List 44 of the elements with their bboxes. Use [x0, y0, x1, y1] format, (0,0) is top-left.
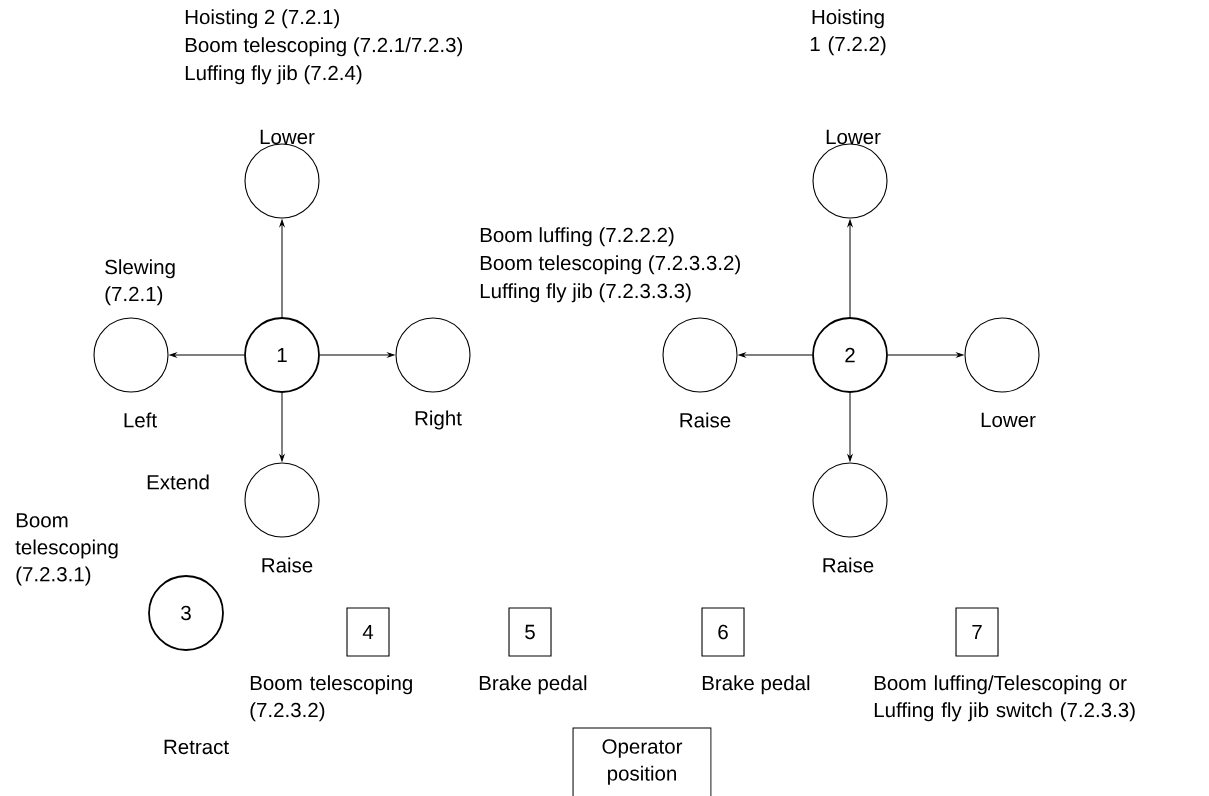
label-text: Hoisting 2 (7.2.1): [185, 9, 339, 29]
label-text: Boom luffing (7.2.2.2): [480, 227, 674, 247]
position-circle: [964, 317, 1040, 393]
caption-text: Boom telescoping (7.2.3.2): [250, 675, 412, 722]
pedal-box: 6: [701, 607, 745, 657]
caption-text: Raise: [262, 557, 313, 573]
position-circle: [244, 462, 320, 538]
caption-text: Brake pedal: [479, 675, 587, 695]
pedal-box: 4: [346, 607, 390, 657]
caption-text: Left: [124, 412, 157, 428]
position-circle: [812, 143, 888, 219]
arrow: [169, 352, 245, 358]
label-text: Luffing fly jib (7.2.4): [185, 65, 362, 85]
label-text: Boom telescoping (7.2.3.1): [15, 513, 118, 586]
caption-text: Right: [415, 410, 462, 430]
label-text: Retract: [164, 739, 229, 755]
caption-text: Lower: [981, 412, 1036, 428]
position-circle: [93, 317, 169, 393]
position-circle: [244, 143, 320, 219]
label-text: Luffing fly jib (7.2.3.3.3): [480, 283, 691, 303]
arrow: [887, 352, 964, 358]
label-text: Hoisting 1 (7.2.2): [810, 9, 886, 56]
arrow: [738, 352, 813, 358]
position-circle: [395, 317, 471, 393]
caption-text: Lower: [826, 129, 881, 145]
arrow: [847, 392, 853, 462]
arrow: [279, 219, 285, 318]
caption-text: Boom luffing/Telescoping or Luffing fly jib switch (7.2.3.3): [874, 675, 1135, 722]
position-circle: [662, 317, 738, 393]
caption-text: Brake pedal: [702, 675, 810, 695]
caption-text: Lower: [260, 129, 315, 145]
position-circle: [812, 462, 888, 538]
label-text: Boom telescoping (7.2.3.3.2): [480, 255, 740, 275]
seat-box: Operator position: [572, 727, 712, 796]
caption-text: Raise: [680, 412, 731, 428]
arrow: [319, 352, 395, 358]
caption-text: Slewing (7.2.1): [105, 259, 175, 306]
arrow: [279, 392, 285, 462]
label-text: Extend: [147, 474, 209, 490]
pedal-box: 5: [508, 607, 552, 657]
caption-text: Raise: [823, 557, 874, 573]
label-text: Boom telescoping (7.2.1/7.2.3): [185, 37, 463, 57]
arrow: [847, 219, 853, 318]
pedal-box: 7: [955, 607, 999, 657]
